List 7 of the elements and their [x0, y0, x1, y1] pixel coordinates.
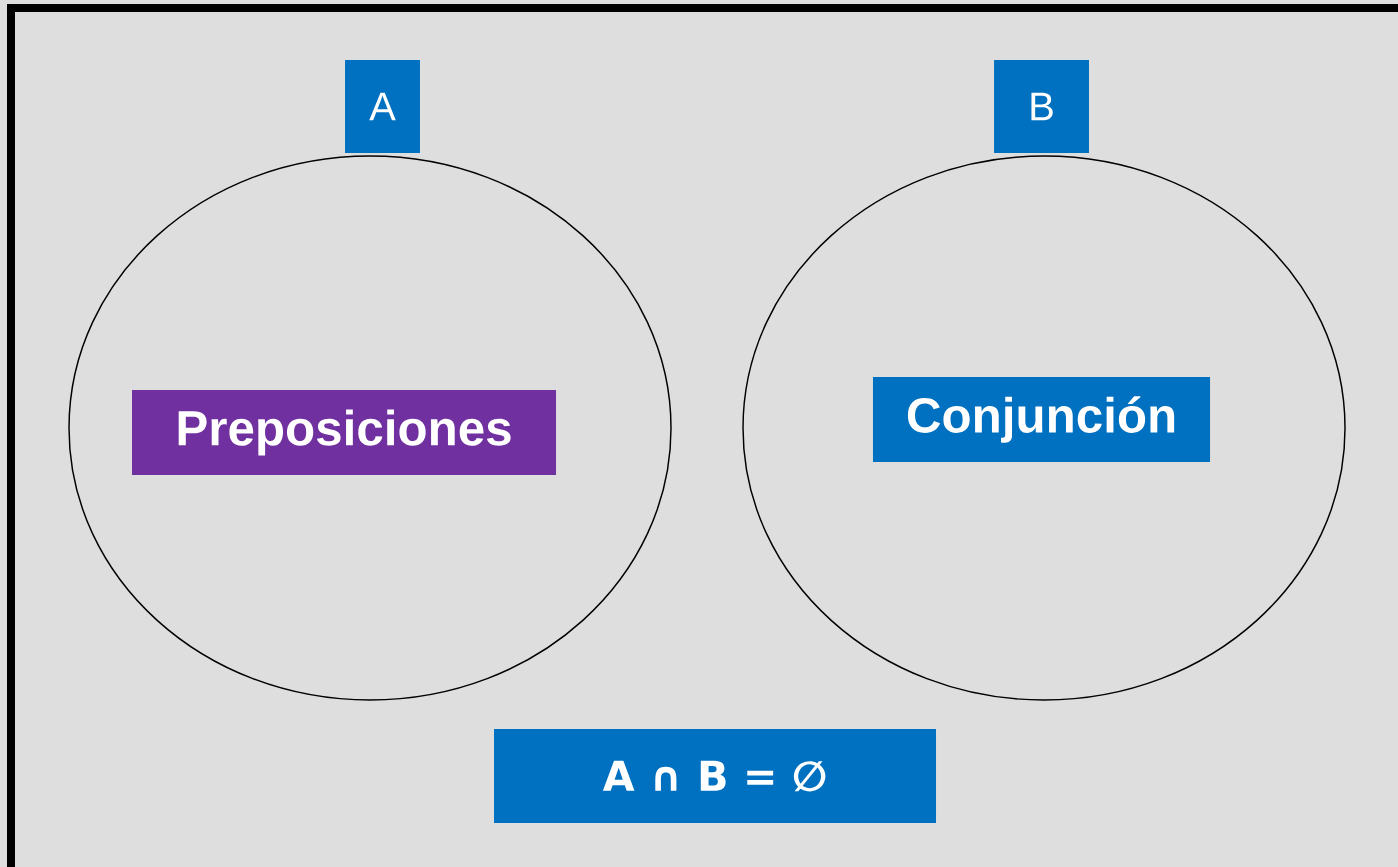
set-ellipse — [68, 155, 672, 701]
set-label: B — [994, 59, 1089, 154]
set-ellipse — [742, 155, 1346, 701]
term-box: Preposiciones — [132, 389, 556, 476]
term-box: Conjunción — [873, 376, 1211, 463]
set-label: A — [345, 59, 420, 154]
formula-box: A ∩ B = ∅ — [494, 729, 936, 823]
